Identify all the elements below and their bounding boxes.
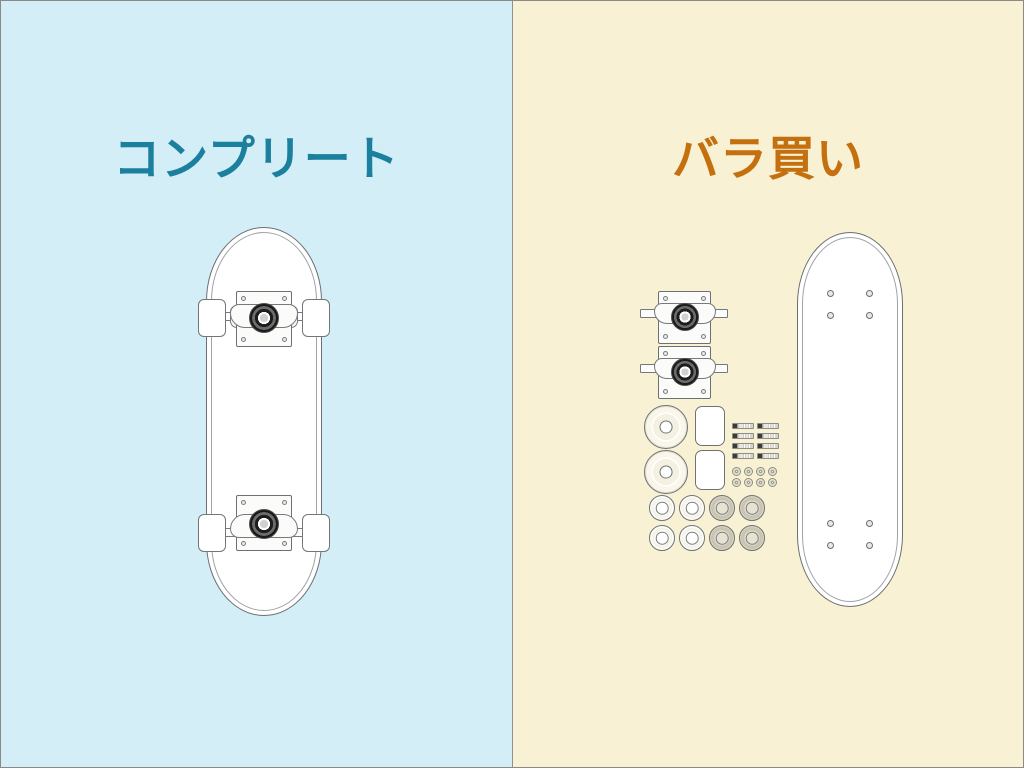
wheel-front-left xyxy=(198,299,226,337)
part-bearing-light xyxy=(649,495,675,521)
wheel-rear-right xyxy=(302,514,330,552)
part-wheel-face-2 xyxy=(644,450,688,494)
truck-rear-kingpin xyxy=(249,509,279,539)
wheel-rear-left xyxy=(198,514,226,552)
part-nut xyxy=(744,467,753,476)
deck-mount-hole xyxy=(827,290,834,297)
baseplate-hole xyxy=(701,296,706,301)
part-bearing-dark xyxy=(739,495,765,521)
truck-front-kingpin xyxy=(249,303,279,333)
baseplate-hole xyxy=(282,337,287,342)
part-bolt xyxy=(757,443,779,449)
part-wheel-face-1 xyxy=(644,405,688,449)
skateboard-deck xyxy=(206,227,322,616)
part-bolt xyxy=(757,423,779,429)
part-nut xyxy=(744,478,753,487)
deck-mount-hole xyxy=(866,290,873,297)
part-wheel-side-2 xyxy=(695,450,725,490)
panel-complete: コンプリート xyxy=(1,1,512,767)
part-bolt xyxy=(732,443,754,449)
part-bolt xyxy=(732,423,754,429)
part-bearing-light xyxy=(649,525,675,551)
panel-complete-title: コンプリート xyxy=(113,132,400,185)
part-nut xyxy=(732,467,741,476)
deck-mount-hole xyxy=(827,312,834,319)
part-nut xyxy=(732,478,741,487)
part-bolt xyxy=(757,453,779,459)
part-bearing-light xyxy=(679,495,705,521)
part-nut xyxy=(756,478,765,487)
baseplate-hole xyxy=(701,351,706,356)
deck-mount-hole xyxy=(827,542,834,549)
part-bearing-dark xyxy=(739,525,765,551)
deck-mount-hole xyxy=(866,542,873,549)
baseplate-hole xyxy=(701,334,706,339)
part-nut xyxy=(756,467,765,476)
baseplate-hole xyxy=(282,541,287,546)
part-bolt xyxy=(732,433,754,439)
part-nut xyxy=(768,467,777,476)
part-deck-edge-line xyxy=(802,237,898,602)
part-bearing-light xyxy=(679,525,705,551)
truck-2-kingpin xyxy=(671,358,699,386)
deck-edge-line xyxy=(211,232,317,611)
deck-mount-hole xyxy=(866,520,873,527)
part-bolt xyxy=(757,433,779,439)
baseplate-hole xyxy=(282,296,287,301)
baseplate-hole xyxy=(701,389,706,394)
baseplate-hole xyxy=(241,337,246,342)
baseplate-hole xyxy=(241,296,246,301)
panel-parts: バラ買い xyxy=(512,1,1023,767)
part-bearing-dark xyxy=(709,495,735,521)
panel-parts-title: バラ買い xyxy=(672,132,864,185)
wheel-front-right xyxy=(302,299,330,337)
baseplate-hole xyxy=(282,500,287,505)
baseplate-hole xyxy=(663,389,668,394)
deck-mount-hole xyxy=(827,520,834,527)
baseplate-hole xyxy=(663,296,668,301)
part-deck xyxy=(797,232,903,607)
deck-mount-hole xyxy=(866,312,873,319)
part-wheel-side-1 xyxy=(695,406,725,446)
truck-1-kingpin xyxy=(671,303,699,331)
part-bearing-dark xyxy=(709,525,735,551)
baseplate-hole xyxy=(241,500,246,505)
baseplate-hole xyxy=(663,334,668,339)
part-nut xyxy=(768,478,777,487)
part-bolt xyxy=(732,453,754,459)
baseplate-hole xyxy=(663,351,668,356)
baseplate-hole xyxy=(241,541,246,546)
